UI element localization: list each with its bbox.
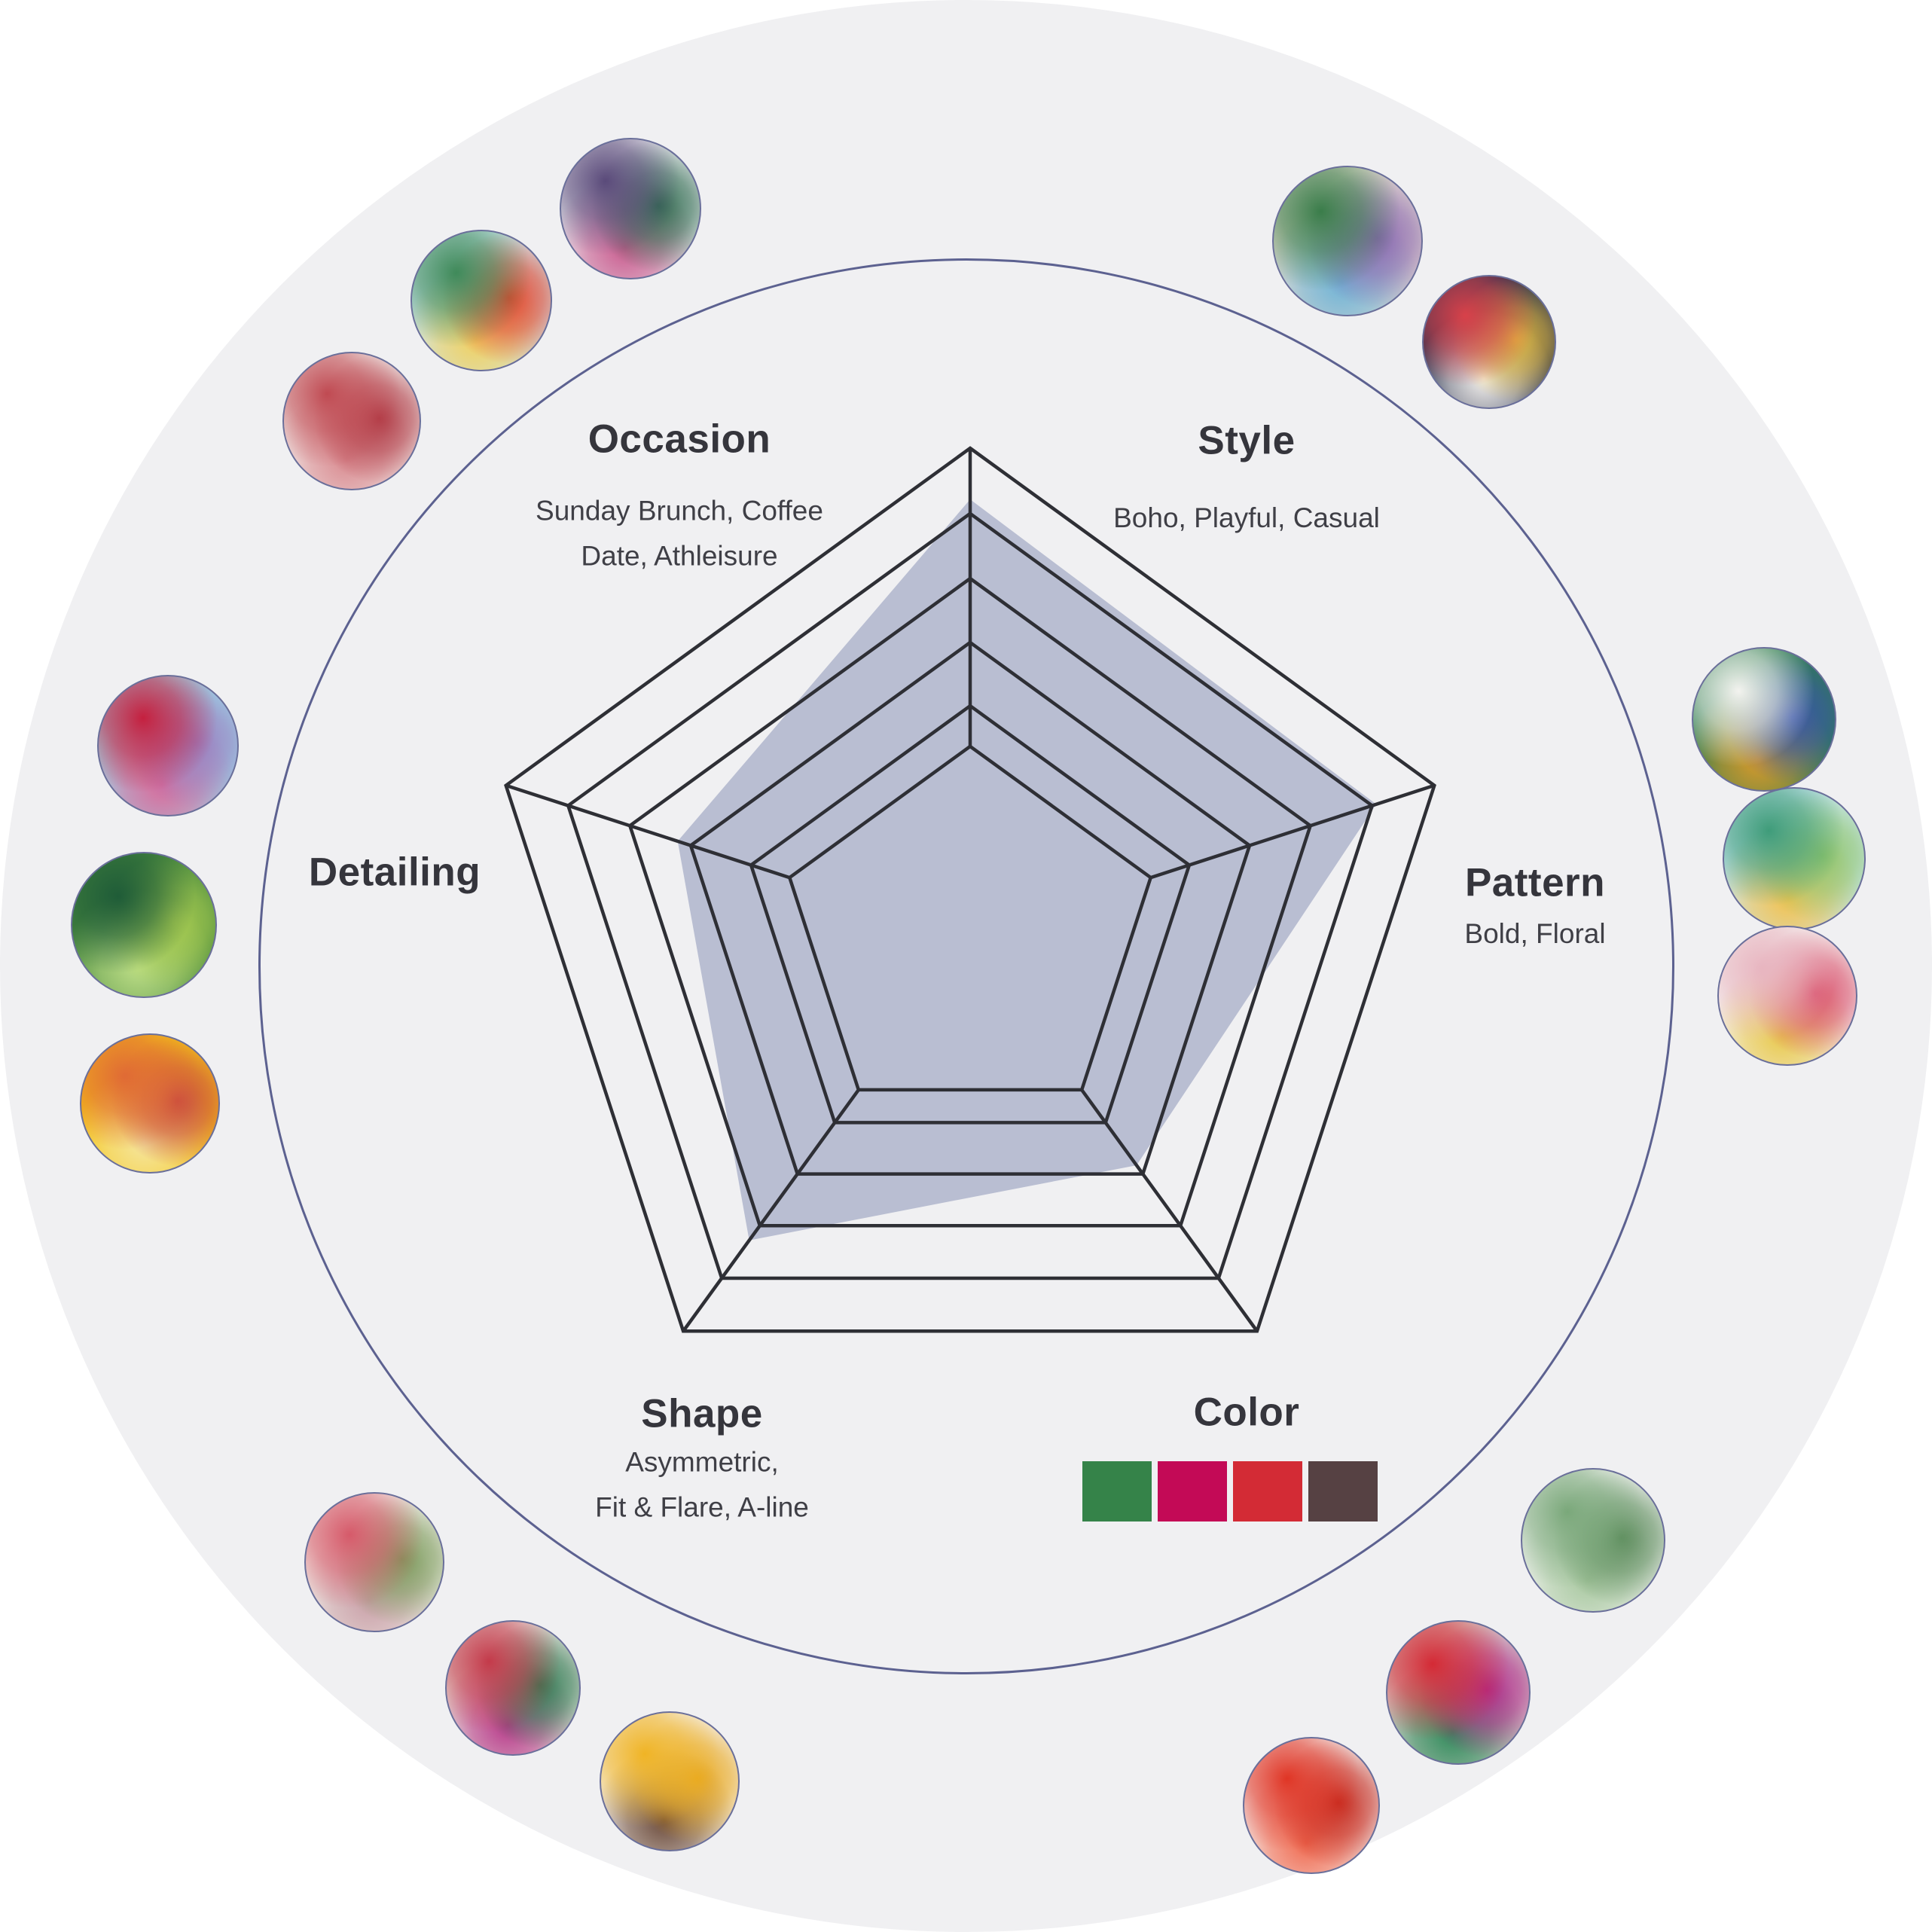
palette-swatch-2 <box>1158 1461 1227 1521</box>
style-title: Style <box>1198 418 1296 463</box>
radar-ring-3 <box>627 576 1313 1228</box>
palette-swatch-1 <box>1082 1461 1152 1521</box>
radar-spoke-2 <box>1150 783 1435 880</box>
radar-spoke-5 <box>505 783 790 880</box>
pattern-subtitle: Bold, Floral <box>1464 917 1606 949</box>
occasion-subtitle-line2: Date, Athleisure <box>581 541 778 572</box>
palette-swatch-3 <box>1233 1461 1302 1521</box>
thumbnail-tropical-maxi-dress <box>445 1620 581 1756</box>
radar-ring-6 <box>787 744 1153 1092</box>
color-title: Color <box>1193 1390 1300 1435</box>
radar-ring-2 <box>566 511 1375 1280</box>
detailing-title: Detailing <box>308 850 481 895</box>
radar-fill <box>677 499 1377 1241</box>
thumbnail-red-floral-dress <box>282 352 421 490</box>
thumbnail-blue-tropical-fabric <box>1723 787 1866 930</box>
radar-ring-1 <box>504 446 1436 1333</box>
shape-subtitle-line1: Asymmetric, <box>625 1446 779 1478</box>
occasion-title: Occasion <box>588 417 771 462</box>
thumbnail-feather-print-dress <box>1386 1620 1531 1765</box>
thumbnail-white-floral-blouse <box>304 1492 444 1632</box>
thumbnail-red-heel-sandals <box>1243 1737 1380 1874</box>
thumbnail-floral-leggings <box>560 138 701 279</box>
shape-title: Shape <box>641 1391 763 1436</box>
occasion-subtitle: Sunday Brunch, Coffee Date, Athleisure <box>536 489 823 580</box>
palette-swatch-4 <box>1308 1461 1378 1521</box>
radar-spoke-3 <box>1080 1088 1259 1332</box>
style-subtitle: Boho, Playful, Casual <box>1113 502 1380 533</box>
color-palette <box>1082 1461 1378 1521</box>
pattern-title: Pattern <box>1464 860 1606 905</box>
radar-ring-4 <box>688 640 1252 1176</box>
thumbnail-hawaiian-shirt <box>411 230 552 371</box>
thumbnail-floral-handbag <box>1717 926 1857 1066</box>
thumbnail-green-leaf-fabric <box>1692 647 1836 792</box>
thumbnail-yellow-floral-fabric <box>80 1033 220 1174</box>
shape-subtitle: Asymmetric, Fit & Flare, A-line <box>595 1440 809 1531</box>
thumbnail-watercolor-floral-fabric <box>97 675 239 816</box>
shape-subtitle-line2: Fit & Flare, A-line <box>595 1492 809 1523</box>
radar-ring-5 <box>749 704 1192 1125</box>
occasion-subtitle-line1: Sunday Brunch, Coffee <box>536 495 823 526</box>
inner-outline-circle <box>258 258 1674 1674</box>
thumbnail-palm-leaf-scarf <box>1521 1468 1665 1613</box>
thumbnail-green-tropical-dress <box>1272 166 1423 316</box>
thumbnail-green-leaves-fabric <box>71 852 217 998</box>
thumbnail-navy-floral-skirt <box>1422 275 1556 409</box>
radar-spoke-4 <box>682 1088 860 1332</box>
thumbnail-yellow-sundress <box>600 1711 740 1851</box>
